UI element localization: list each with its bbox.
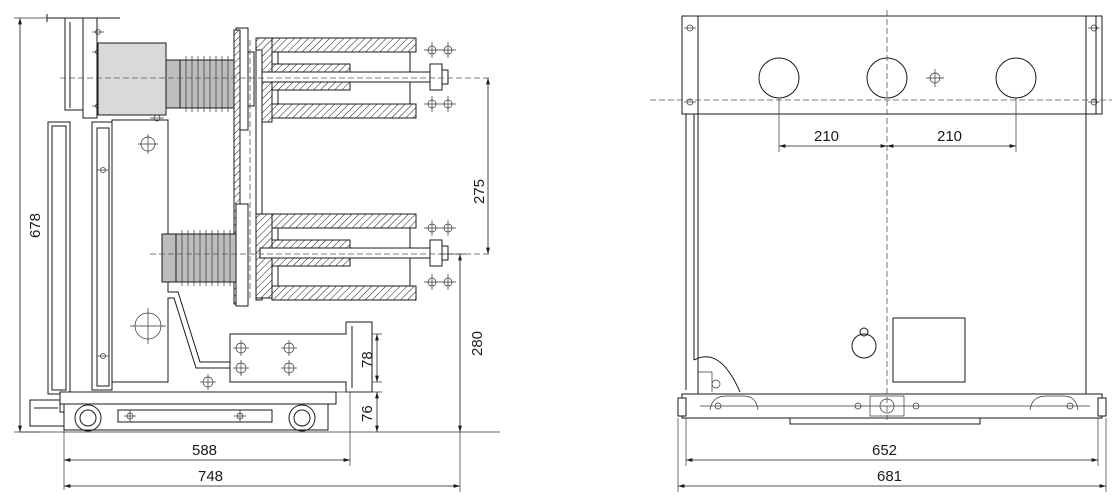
dim-652: 652 xyxy=(685,418,1099,466)
dim-588: 588 xyxy=(63,392,351,490)
side-frame xyxy=(46,14,231,395)
dim-681: 681 xyxy=(677,418,1107,492)
dim-280: 280 xyxy=(440,253,486,432)
dim-label-76: 76 xyxy=(359,405,376,422)
dim-label-652: 652 xyxy=(872,442,897,459)
dim-label-210-left: 210 xyxy=(814,128,839,145)
front-top-panel xyxy=(681,15,1103,115)
dim-label-588: 588 xyxy=(192,442,217,459)
grounding-bracket xyxy=(229,321,373,393)
dim-275: 275 xyxy=(471,78,490,254)
dim-210-right: 210 xyxy=(887,98,1017,152)
keyhole xyxy=(851,327,877,359)
front-view: 210 210 652 681 xyxy=(650,10,1112,492)
nameplate xyxy=(892,317,966,383)
dim-78: 78 xyxy=(359,333,382,383)
dim-label-275: 275 xyxy=(471,179,488,204)
lower-bushing xyxy=(161,203,456,307)
dim-label-78: 78 xyxy=(359,351,376,368)
dim-label-280: 280 xyxy=(469,331,486,356)
upper-bushing xyxy=(165,27,456,131)
dim-76: 76 xyxy=(336,391,382,432)
dim-748: 748 xyxy=(64,432,461,492)
side-view: 678 275 280 78 76 xyxy=(14,14,500,492)
dim-label-748: 748 xyxy=(198,468,223,485)
dim-678: 678 xyxy=(14,17,48,433)
dim-210-left: 210 xyxy=(778,98,887,152)
front-main-panel xyxy=(697,113,1087,395)
dim-label-210-right: 210 xyxy=(937,128,962,145)
truck-chassis xyxy=(29,391,337,432)
dim-label-678: 678 xyxy=(27,213,44,238)
dim-label-681: 681 xyxy=(877,468,902,485)
